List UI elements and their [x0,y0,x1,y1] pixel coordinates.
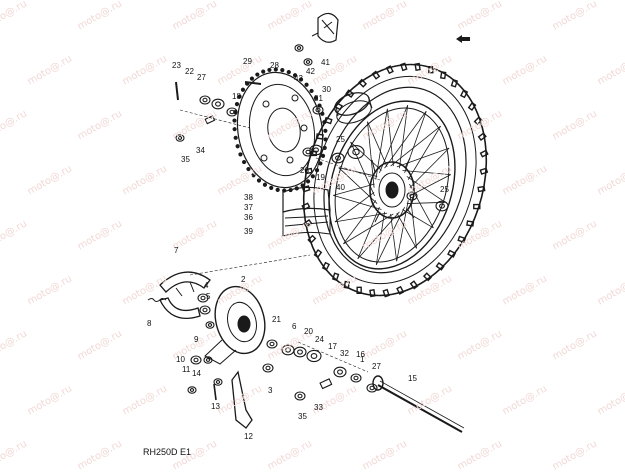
part-label-33: 33 [314,403,323,412]
part-label-30: 30 [322,85,331,94]
spring-part [147,298,167,302]
part-label-27: 27 [372,362,381,371]
torque-link [231,370,253,429]
part-label-14: 14 [192,369,201,378]
part-label-9: 9 [194,335,199,344]
part-label-38: 38 [244,193,253,202]
part-label-27-alt: 27 [197,73,206,82]
rear-tyre [301,62,489,298]
part-label-24: 24 [315,335,324,344]
small-hardware [175,44,449,401]
part-label-1: 1 [360,355,365,364]
wheel-rim [328,100,456,270]
part-label-42: 42 [306,67,315,76]
part-label-18: 18 [232,92,241,101]
part-label-35-alt: 35 [298,412,307,421]
part-label-36: 36 [244,213,253,222]
part-label-17: 17 [328,342,337,351]
part-label-40: 40 [336,183,345,192]
part-label-32: 32 [340,349,349,358]
part-label-25: 25 [336,135,345,144]
sprocket-cover [282,186,331,237]
part-label-31: 31 [314,94,323,103]
part-label-11: 11 [182,365,191,374]
part-label-19: 19 [316,173,325,182]
part-label-22: 22 [185,67,194,76]
part-label-28: 28 [270,61,279,70]
part-label-41: 41 [321,58,330,67]
part-label-15: 15 [408,374,417,383]
part-label-34: 34 [196,146,205,155]
wheel-hub [369,157,415,223]
part-label-26: 26 [300,166,309,175]
part-label-7: 7 [174,246,179,255]
part-label-20: 20 [304,327,313,336]
part-label-8: 8 [147,319,152,328]
part-label-2: 2 [241,275,246,284]
brake-shoes [159,271,211,320]
part-label-10: 10 [176,355,185,364]
part-label-16: 16 [356,350,365,359]
part-label-39: 39 [244,227,253,236]
part-label-3: 3 [268,386,273,395]
part-label-21: 21 [272,315,281,324]
part-label-25-alt: 25 [440,185,449,194]
diagram-code: RH250D E1 [143,447,192,457]
rear-axle [372,375,465,433]
part-label-4: 4 [204,281,209,290]
hub-cover [311,12,339,43]
part-label-43: 43 [294,74,303,83]
rim-band [334,92,373,124]
rear-sprocket [232,67,328,193]
part-label-5: 5 [206,292,211,301]
part-label-35: 35 [181,155,190,164]
part-label-13: 13 [211,402,220,411]
front-arrow-icon [456,35,470,43]
part-label-12: 12 [244,432,253,441]
part-label-29: 29 [243,57,252,66]
brake-panel [204,285,266,365]
part-label-6: 6 [292,322,297,331]
part-label-23: 23 [172,61,181,70]
part-label-37: 37 [244,203,253,212]
